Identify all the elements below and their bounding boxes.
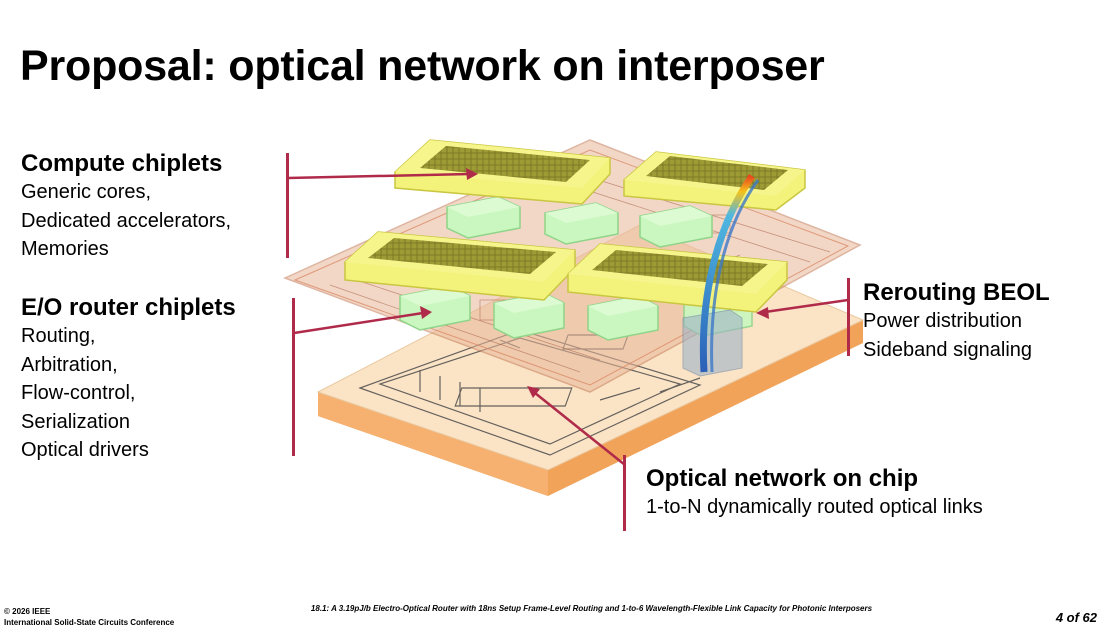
router-line: Flow-control, [21,382,136,404]
onoc-label: Optical network on chip 1-to-N dynamical… [646,465,983,522]
footer-paper-title: 18.1: A 3.19pJ/b Electro-Optical Router … [310,604,873,613]
compute-heading: Compute chiplets [21,150,223,177]
compute-line: Memories [21,238,109,260]
router-line: Arbitration, [21,353,118,376]
beol-heading: Rerouting BEOL [863,279,1050,306]
router-heading: E/O router chiplets [21,294,236,321]
beol-bracket [847,278,850,356]
compute-chiplet [567,243,788,313]
router-chiplet [544,202,619,245]
optical-via-column [682,174,760,377]
slide-title: Proposal: optical network on interposer [20,42,825,90]
onoc-line: 1-to-N dynamically routed optical links [646,496,983,518]
page-number: 4 of 62 [1055,610,1097,625]
compute-line: Dedicated accelerators, [21,209,232,232]
beol-line: Sideband signaling [863,338,1033,361]
router-line: Optical drivers [21,439,149,461]
compute-bracket [286,153,289,258]
router-line: Routing, [21,325,96,347]
onoc-bracket [623,455,626,531]
beol-line: Power distribution [863,310,1022,332]
onoc-heading: Optical network on chip [646,465,919,492]
conference-name: International Solid-State Circuits Confe… [4,618,175,627]
router-label: E/O router chiplets Routing, Arbitration… [21,294,236,465]
compute-chiplet [344,231,576,301]
compute-label: Compute chiplets Generic cores, Dedicate… [21,150,231,264]
router-chiplet [639,205,713,248]
router-bracket [292,298,295,456]
compute-chiplets [344,139,806,313]
beol-label: Rerouting BEOL Power distribution Sideba… [863,279,1050,364]
router-chiplet [587,295,659,341]
compute-line: Generic cores, [21,181,152,203]
footer-copyright: © 2026 IEEE International Solid-State Ci… [4,606,174,628]
copyright-text: © 2026 IEEE [4,607,51,616]
router-line: Serialization [21,410,130,433]
